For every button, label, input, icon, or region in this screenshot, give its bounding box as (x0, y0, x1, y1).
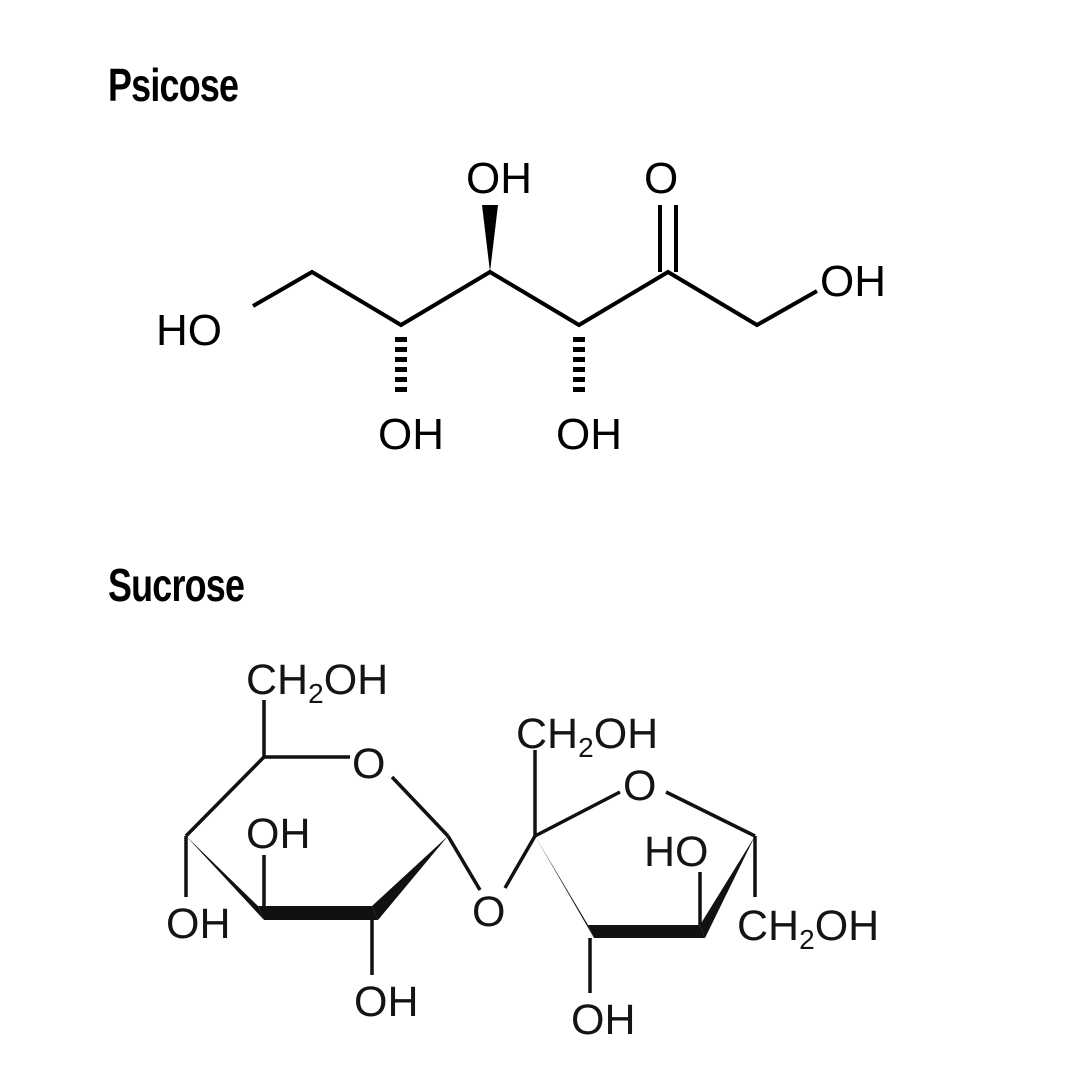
psicose-c2-hashed-bond (395, 337, 407, 392)
fructose-c2-o-bond (534, 790, 621, 838)
glucose-c3-c2-bold-bond (258, 906, 378, 920)
glucose-o-c1-bond (390, 775, 450, 838)
psicose-c4-hashed-bond (573, 337, 585, 392)
fructose-ring-oxygen-label: O (623, 762, 656, 810)
glucose-c5-c4-bond (184, 755, 266, 838)
glucose-c3-hydroxyl-label: OH (246, 810, 311, 858)
glucose-ring: CH2OH O OH OH OH (166, 656, 482, 1026)
glycosidic-oxygen-label: O (472, 888, 505, 936)
fructose-c4-hydroxyl-label: HO (644, 828, 709, 876)
glucose-ring-oxygen-label: O (352, 740, 385, 788)
psicose-carbonyl-oxygen-label: O (644, 154, 678, 203)
psicose-c1-hydroxyl-label: HO (156, 306, 222, 355)
sucrose-structure: CH2OH O OH OH OH O (166, 656, 879, 1044)
glycosidic-o-fructose-bond (503, 835, 537, 889)
fructose-ch2oh-top-label: CH2OH (516, 710, 658, 763)
fructose-c3-c4-bold-bond (588, 925, 705, 938)
psicose-c2-hydroxyl-label: OH (378, 410, 444, 459)
sucrose-title: Sucrose (108, 559, 245, 611)
glucose-c2-c1-wedge-bond (372, 836, 448, 920)
psicose-c6-hydroxyl-label: OH (820, 257, 886, 306)
fructose-c4-c5-wedge-bond (700, 836, 755, 938)
fructose-ch2oh-right-label: CH2OH (737, 902, 879, 955)
psicose-backbone (252, 269, 818, 328)
glucose-ch2oh-label: CH2OH (246, 656, 388, 709)
glucose-c1-glycosidic-bond (446, 835, 482, 891)
psicose-c3-hydroxyl-label: OH (466, 154, 532, 203)
fructose-ring: CH2OH O HO CH2OH OH (516, 710, 879, 1044)
fructose-c3-hydroxyl-label: OH (571, 996, 636, 1044)
psicose-c3-wedge-bond (482, 205, 498, 272)
psicose-title: Psicose (108, 59, 239, 111)
glucose-c4-hydroxyl-label: OH (166, 900, 231, 948)
glucose-c4-c3-wedge-bond (186, 836, 264, 920)
glucose-c2-hydroxyl-label: OH (354, 978, 419, 1026)
fructose-o-c5-bond (665, 790, 756, 838)
psicose-c4-hydroxyl-label: OH (556, 410, 622, 459)
fructose-c2-c3-wedge-bond (535, 836, 594, 938)
psicose-structure: HO OH O OH OH OH (156, 154, 886, 459)
